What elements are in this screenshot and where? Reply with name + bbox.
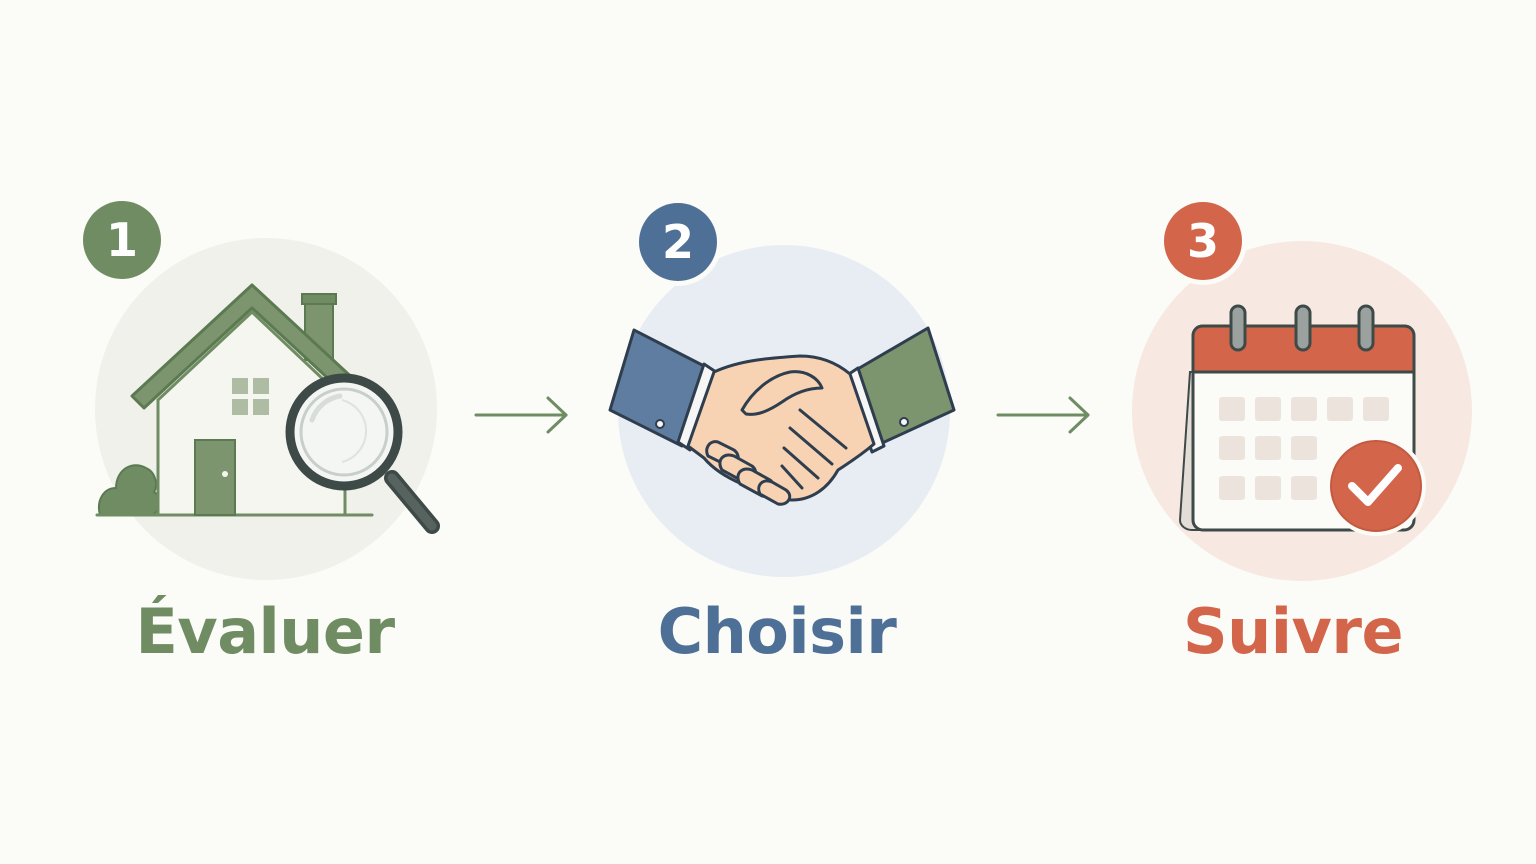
- step-3-label: Suivre: [1182, 595, 1404, 668]
- step-2-number-badge: 2: [639, 203, 717, 281]
- step-3-number-badge: 3: [1164, 202, 1242, 280]
- step-1-label: Évaluer: [135, 595, 395, 668]
- step-2-label: Choisir: [657, 595, 897, 668]
- step-1-number-badge: 1: [83, 201, 161, 279]
- arrow-right-icon: [474, 396, 568, 434]
- arrow-right-icon: [996, 396, 1090, 434]
